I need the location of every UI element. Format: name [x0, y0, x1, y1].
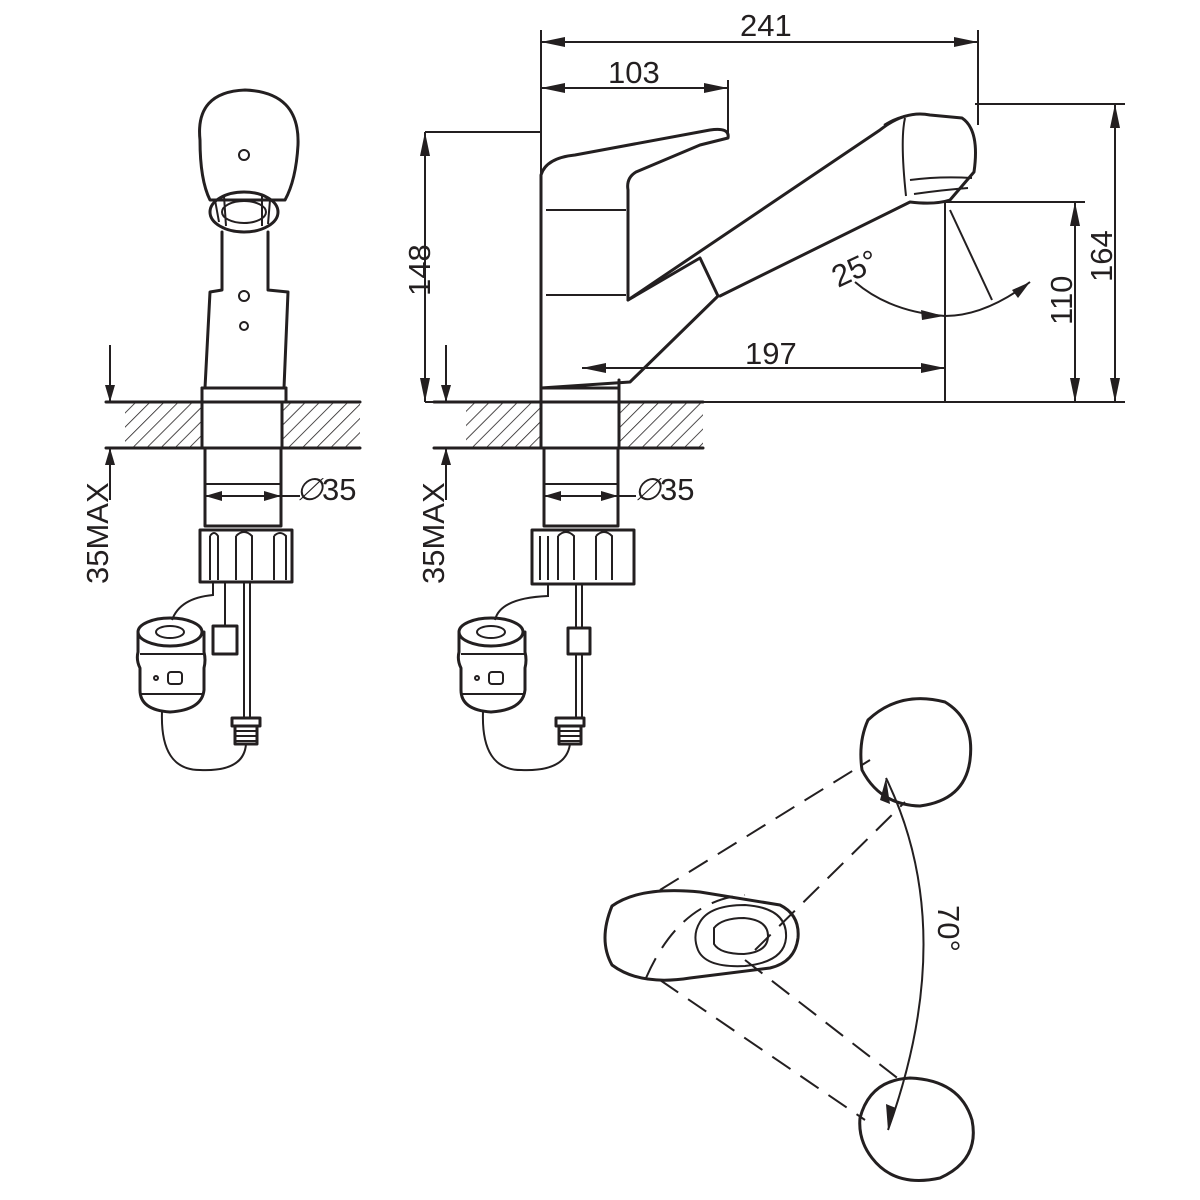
- faucet-body-side: [539, 127, 730, 390]
- lever-left-position: [859, 697, 973, 808]
- mounting-nut-left: [198, 528, 294, 584]
- outlet-height-label: 110: [1044, 276, 1079, 325]
- max-thickness-label-left: 35MAX: [80, 482, 115, 584]
- front-view: ∅ 35: [80, 88, 362, 772]
- faucet-head-front: [198, 88, 300, 202]
- total-height-label: 164: [1084, 230, 1119, 282]
- quick-connector-left: [135, 616, 207, 714]
- shank-diameter-label-right: ∅: [634, 472, 663, 507]
- shank-diameter-label-left: ∅: [296, 472, 325, 507]
- handle-offset-label: 103: [608, 55, 660, 90]
- body-height-label: 148: [402, 244, 437, 296]
- spout-reach-label: 197: [745, 336, 797, 371]
- side-view: ∅ 35: [402, 8, 1125, 772]
- max-thickness-label-right: 35MAX: [416, 482, 451, 584]
- overall-width-label: 241: [740, 8, 792, 43]
- lever-right-position: [858, 1076, 975, 1182]
- shank-diameter-value-right: 35: [660, 472, 694, 507]
- shank-diameter-value-left: 35: [322, 472, 356, 507]
- spout-angle-label: 25°: [826, 243, 883, 295]
- mounting-nut-right: [530, 528, 636, 586]
- top-view: 70°: [603, 697, 975, 1182]
- lever-swing-label: 70°: [931, 905, 966, 952]
- quick-connector-right: [456, 616, 528, 714]
- lever-center-position: [603, 889, 800, 982]
